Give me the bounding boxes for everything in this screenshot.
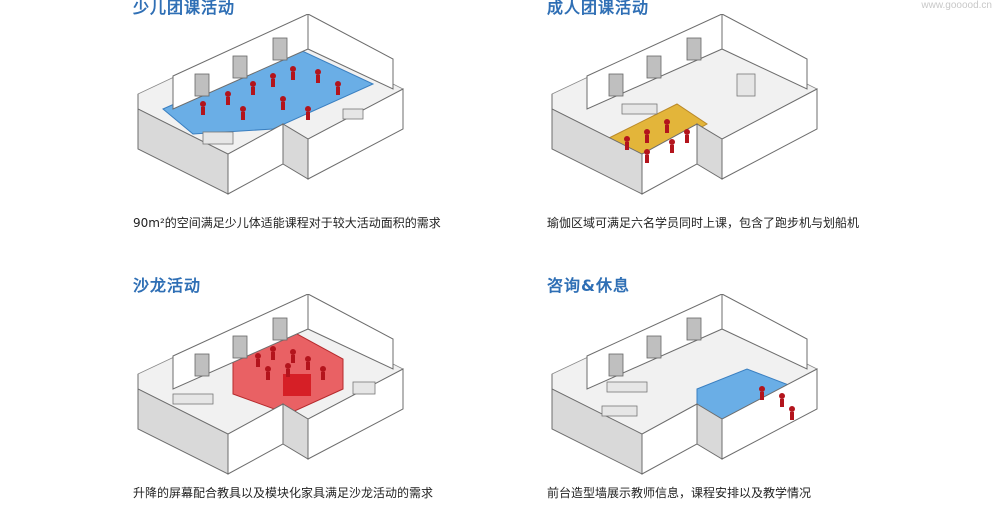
floorplan-kids-class — [137, 14, 404, 195]
floorplan-adult-class — [551, 14, 818, 195]
people-figures — [200, 66, 341, 120]
panel-title: 沙龙活动 — [133, 276, 202, 295]
panel-caption: 前台造型墙展示教师信息，课程安排以及教学情况 — [547, 486, 812, 500]
panel-kids-class: 少儿团课活动 90m²的空间满足少 — [133, 0, 553, 250]
floorplan-salon — [137, 294, 404, 475]
panel-consult-rest: 咨询&休息 前台造型墙展示教师信息，课程安排以及教学情况 — [547, 272, 967, 522]
panel-caption: 瑜伽区域可满足六名学员同时上课，包含了跑步机与划船机 — [547, 216, 860, 230]
panel-title: 少儿团课活动 — [133, 0, 236, 17]
people-figures — [759, 386, 795, 420]
people-figures — [255, 346, 326, 380]
panel-caption: 90m²的空间满足少儿体适能课程对于较大活动面积的需求 — [133, 216, 441, 230]
panel-title: 咨询&休息 — [547, 276, 630, 295]
panel-salon: 沙龙活动 升降的屏幕配合教具以及模块化家具满足沙龙活动的需求 — [133, 272, 553, 522]
panel-adult-class: 成人团课活动 瑜伽区域可满足六名学员同时上课，包含了跑步机与划船机 — [547, 0, 967, 250]
panel-caption: 升降的屏幕配合教具以及模块化家具满足沙龙活动的需求 — [133, 486, 434, 500]
panel-title: 成人团课活动 — [547, 0, 650, 17]
people-figures — [624, 119, 690, 163]
floorplan-consult-rest — [551, 294, 818, 475]
watermark: www.gooood.cn — [921, 0, 992, 11]
